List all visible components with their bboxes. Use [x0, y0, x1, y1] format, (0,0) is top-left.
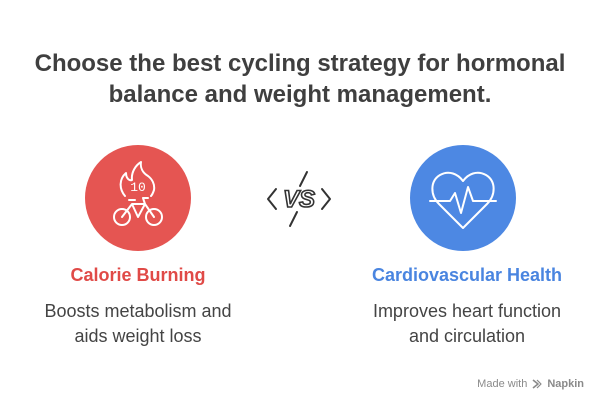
title-line-1: Choose the best cycling strategy for hor…	[34, 50, 566, 77]
flame-bicycle-icon: 10	[113, 161, 163, 226]
left-desc-line-2: aids weight loss	[74, 326, 202, 346]
page-title: Choose the best cycling strategy for hor…	[20, 48, 580, 110]
calorie-burning-title: Calorie Burning	[70, 265, 206, 285]
right-desc-line-2: and circulation	[408, 326, 526, 346]
cardiovascular-health-description: Improves heart function and circulation	[340, 299, 594, 349]
napkin-label: Napkin	[547, 378, 584, 390]
vs-label: VS	[283, 186, 315, 213]
badge-number: 10	[130, 180, 146, 195]
calorie-burning-description: Boosts metabolism and aids weight loss	[18, 299, 258, 349]
right-desc-line-1: Improves heart function	[372, 301, 562, 321]
napkin-logo-icon	[532, 379, 542, 389]
versus-icon: VS	[267, 171, 331, 227]
made-with-label: Made with	[477, 378, 528, 390]
cardiovascular-health-title: Cardiovascular Health	[371, 265, 563, 285]
title-line-2: balance and weight management.	[108, 81, 492, 108]
left-desc-line-1: Boosts metabolism and	[44, 301, 232, 321]
made-with-napkin-footer[interactable]: Made with Napkin	[477, 378, 584, 390]
heartbeat-icon	[429, 171, 497, 229]
cardiovascular-health-circle	[410, 145, 516, 251]
calorie-burning-circle: 10	[85, 145, 191, 251]
